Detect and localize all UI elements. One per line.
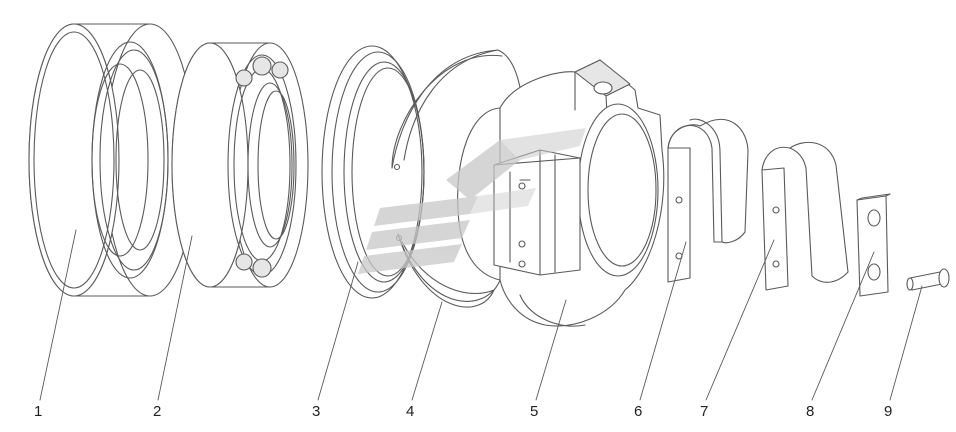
- leader-line-6: [639, 241, 687, 401]
- part-5-housing: [457, 59, 665, 327]
- callout-labels: 1 2 3 4 5 6 7 8 9: [34, 403, 892, 420]
- leader-line-3: [317, 261, 359, 401]
- leader-line-7: [705, 239, 775, 401]
- callout-label-7: 7: [700, 403, 708, 420]
- part-7-spring-clip: [761, 141, 849, 291]
- part-8-plate: [856, 193, 891, 297]
- leader-lines: [39, 229, 923, 401]
- leader-line-9: [889, 285, 923, 401]
- gear-logo-icon: [358, 128, 586, 274]
- callout-label-2: 2: [153, 403, 161, 420]
- callout-label-5: 5: [530, 403, 538, 420]
- leader-line-1: [39, 229, 77, 401]
- leader-line-5: [535, 299, 567, 401]
- leader-line-8: [811, 251, 875, 401]
- part-9-pin: [906, 268, 950, 291]
- callout-label-1: 1: [34, 403, 42, 420]
- part-6-spring-clip: [667, 118, 749, 283]
- callout-label-3: 3: [312, 403, 320, 420]
- leader-line-4: [411, 301, 443, 401]
- part-1-outer-ring: [28, 23, 196, 297]
- part-2-ball-bearing: [171, 42, 309, 288]
- callout-label-4: 4: [406, 403, 414, 420]
- callout-label-6: 6: [634, 403, 642, 420]
- callout-label-9: 9: [884, 403, 892, 420]
- leader-line-2: [157, 235, 193, 401]
- callout-label-8: 8: [806, 403, 814, 420]
